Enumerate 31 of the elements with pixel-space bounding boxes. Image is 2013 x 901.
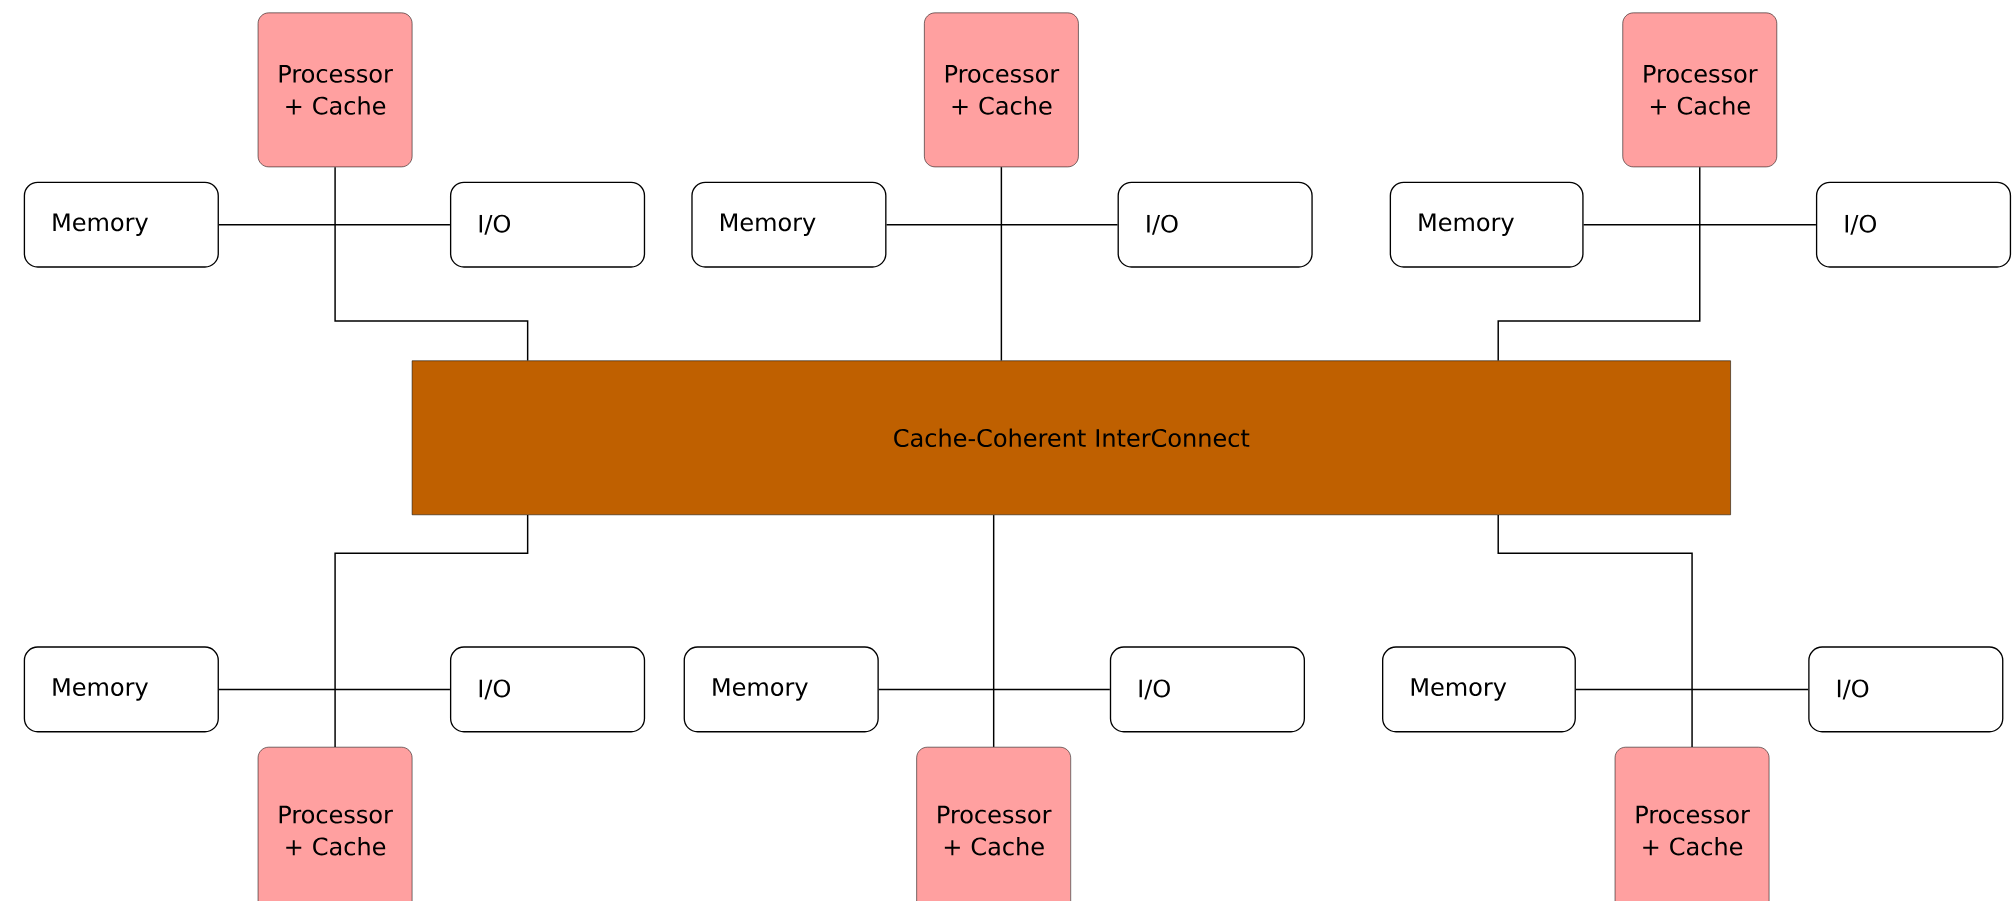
connector-line: [1582, 223, 1817, 226]
processor-box: Processor + Cache: [916, 746, 1071, 901]
interconnect-box: Cache-Coherent InterConnect: [411, 360, 1731, 515]
processor-box: Processor + Cache: [1614, 746, 1770, 901]
memory-box: Memory: [23, 181, 219, 268]
connector-line: [218, 223, 451, 226]
io-box: I/O: [449, 181, 646, 268]
io-box: I/O: [449, 646, 646, 733]
connector-line: [1497, 514, 1693, 748]
connector-line: [885, 223, 1119, 226]
processor-box: Processor + Cache: [924, 12, 1079, 168]
memory-box: Memory: [23, 646, 219, 733]
connector-line: [1575, 688, 1809, 691]
connector-line: [334, 514, 529, 748]
connector-line: [992, 514, 995, 748]
memory-box: Memory: [1382, 646, 1576, 733]
io-box: I/O: [1117, 181, 1313, 268]
memory-box: Memory: [691, 181, 887, 268]
io-box: I/O: [1109, 646, 1305, 733]
connector-line: [218, 688, 451, 691]
io-box: I/O: [1815, 181, 2012, 268]
memory-box: Memory: [683, 646, 879, 733]
connector-line: [878, 688, 1111, 691]
processor-box: Processor + Cache: [257, 12, 413, 168]
connector-line: [1000, 166, 1003, 362]
memory-box: Memory: [1389, 181, 1584, 268]
io-box: I/O: [1808, 646, 2004, 733]
connector-line: [334, 166, 529, 362]
processor-box: Processor + Cache: [257, 746, 413, 901]
processor-box: Processor + Cache: [1622, 12, 1778, 168]
connector-line: [1497, 166, 1701, 362]
